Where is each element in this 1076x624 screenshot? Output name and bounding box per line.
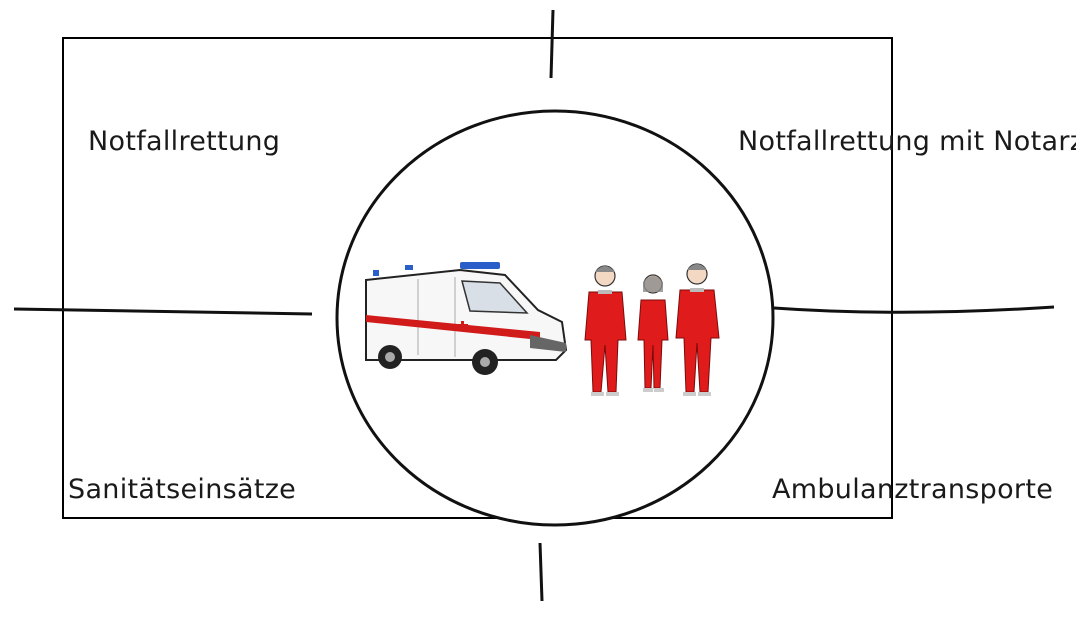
label-ambulanztransporte: Ambulanztransporte bbox=[772, 474, 1054, 505]
label-notfallrettung-mit-notarzt: Notfallrettung mit Notarzt bbox=[738, 126, 1076, 157]
label-sanitaetseinsaetze: Sanitätseinsätze bbox=[68, 474, 297, 505]
diagram-frame bbox=[62, 37, 893, 519]
axis-right bbox=[773, 305, 1055, 314]
paramedic-icon bbox=[675, 263, 720, 396]
label-notfallrettung: Notfallrettung bbox=[88, 126, 281, 157]
axis-top bbox=[549, 9, 555, 79]
paramedic-icon bbox=[637, 274, 669, 392]
ambulance-icon bbox=[365, 262, 568, 375]
axis-bottom bbox=[538, 542, 544, 602]
paramedic-icon bbox=[584, 265, 627, 396]
axis-left bbox=[13, 307, 313, 316]
